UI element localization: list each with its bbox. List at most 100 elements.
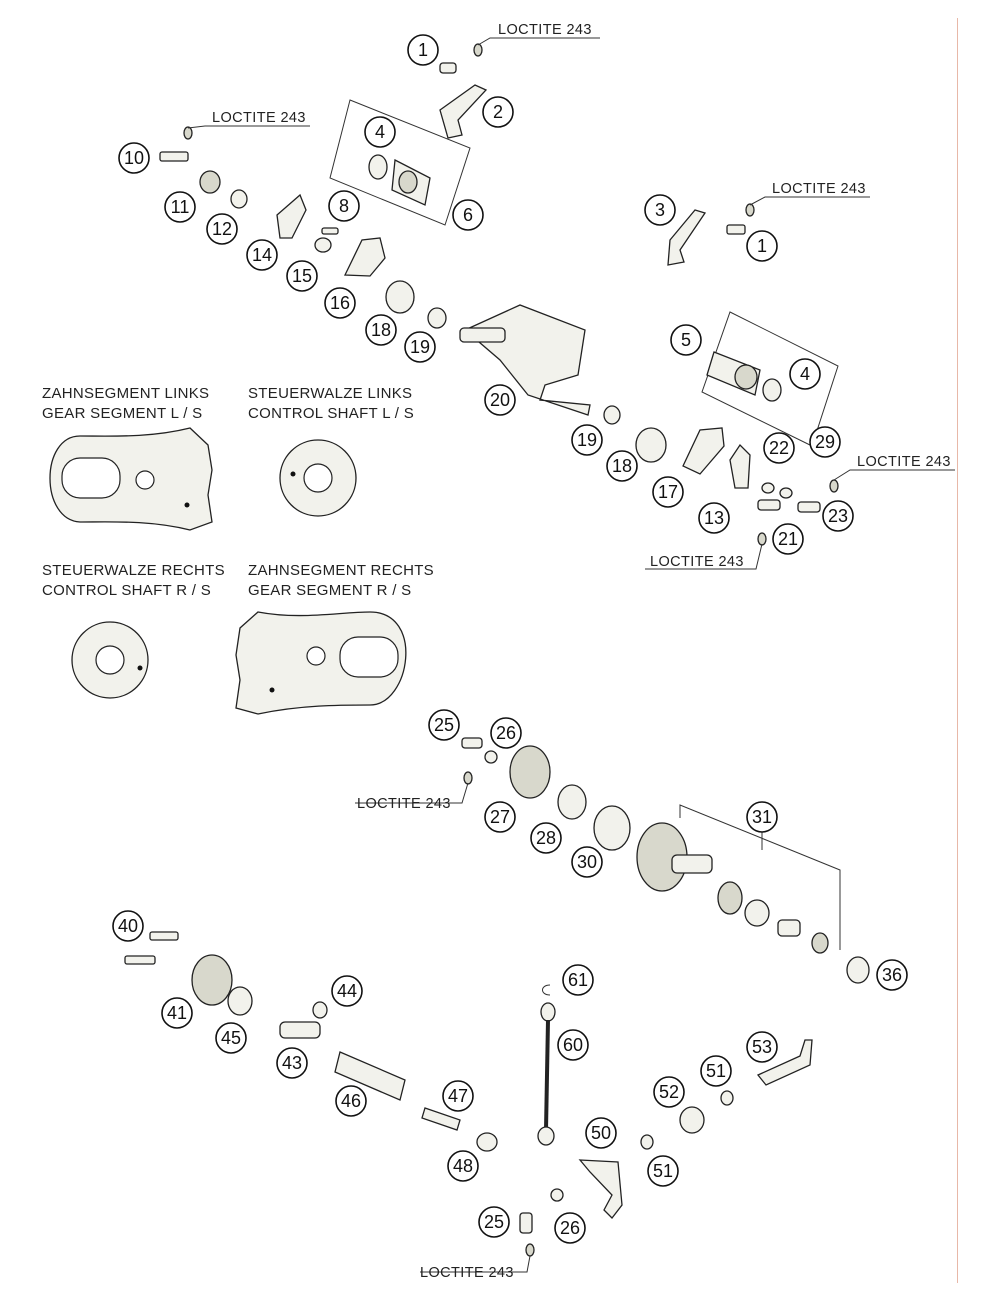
- svg-text:27: 27: [490, 807, 510, 827]
- bracket-31: [679, 804, 841, 950]
- bolt-1-top: [439, 43, 483, 74]
- svg-text:18: 18: [612, 456, 632, 476]
- svg-text:50: 50: [591, 1123, 611, 1143]
- bushing-11: [199, 170, 221, 194]
- callout-2: 2: [482, 96, 514, 128]
- plate-14: [276, 193, 307, 239]
- lever-13: [729, 443, 751, 489]
- control-shaft-5: [706, 351, 782, 402]
- svg-text:26: 26: [560, 1218, 580, 1238]
- svg-text:4: 4: [800, 364, 810, 384]
- callout-48: 48: [447, 1150, 479, 1182]
- legend-heading-control-shaft-right: CONTROL SHAFT R / S: [42, 582, 211, 599]
- callout-50: 50: [585, 1117, 617, 1149]
- callout-12: 12: [206, 213, 238, 245]
- svg-text:10: 10: [124, 148, 144, 168]
- svg-text:51: 51: [653, 1161, 673, 1181]
- bearing-28: [557, 784, 587, 820]
- kickstarter-shaft-31: [636, 822, 829, 954]
- gear-segment-17: [682, 427, 725, 475]
- callout-11: 11: [164, 191, 196, 223]
- svg-text:41: 41: [167, 1003, 187, 1023]
- callout-19: 19: [571, 424, 603, 456]
- bearing-36: [846, 956, 870, 984]
- callout-14: 14: [246, 239, 278, 271]
- leader-loctite-4: [833, 469, 955, 481]
- callout-21: 21: [772, 523, 804, 555]
- svg-text:25: 25: [434, 715, 454, 735]
- callout-5: 5: [670, 324, 702, 356]
- washer-26-bottom: [550, 1188, 564, 1202]
- svg-text:21: 21: [778, 529, 798, 549]
- callout-18: 18: [606, 450, 638, 482]
- callout-30: 30: [571, 846, 603, 878]
- svg-text:16: 16: [330, 293, 350, 313]
- callout-45: 45: [215, 1022, 247, 1054]
- callout-29: 29: [809, 426, 841, 458]
- bolt-23: [797, 479, 839, 513]
- bolt-25-mid: [461, 737, 483, 785]
- callout-4: 4: [789, 358, 821, 390]
- svg-text:18: 18: [371, 320, 391, 340]
- callout-36: 36: [876, 959, 908, 991]
- svg-text:60: 60: [563, 1035, 583, 1055]
- bolts-40: [124, 931, 179, 965]
- page-edge-line: [957, 18, 958, 1283]
- oring-19-right: [603, 405, 621, 425]
- callout-60: 60: [557, 1029, 589, 1061]
- svg-text:47: 47: [448, 1086, 468, 1106]
- callout-52: 52: [653, 1076, 685, 1108]
- leader-loctite-5: [645, 543, 763, 570]
- svg-text:52: 52: [659, 1082, 679, 1102]
- svg-text:51: 51: [706, 1061, 726, 1081]
- callout-17: 17: [652, 476, 684, 508]
- svg-text:43: 43: [282, 1053, 302, 1073]
- bolt-21: [757, 499, 781, 546]
- gear-segment-16: [343, 237, 386, 277]
- callout-46: 46: [335, 1085, 367, 1117]
- svg-text:1: 1: [757, 236, 767, 256]
- loctite-label: LOCTITE 243: [420, 1265, 514, 1281]
- control-shaft-6: [368, 154, 431, 206]
- spring-47: [421, 1107, 461, 1131]
- svg-text:28: 28: [536, 828, 556, 848]
- callout-61: 61: [562, 964, 594, 996]
- spring-clip-12: [230, 189, 248, 209]
- bolt-1-right: [726, 203, 755, 235]
- svg-text:1: 1: [418, 40, 428, 60]
- callout-3: 3: [644, 194, 676, 226]
- svg-text:26: 26: [496, 723, 516, 743]
- svg-text:2: 2: [493, 102, 503, 122]
- svg-text:36: 36: [882, 965, 902, 985]
- callout-44: 44: [331, 975, 363, 1007]
- svg-text:3: 3: [655, 200, 665, 220]
- svg-text:4: 4: [375, 122, 385, 142]
- svg-text:44: 44: [337, 981, 357, 1001]
- pin-8: [321, 227, 339, 235]
- legend-heading-control-shaft-right: STEUERWALZE RECHTS: [42, 562, 225, 579]
- bearing-30: [593, 805, 631, 851]
- svg-text:15: 15: [292, 266, 312, 286]
- callout-10: 10: [118, 142, 150, 174]
- svg-text:31: 31: [752, 807, 772, 827]
- callout-51: 51: [700, 1055, 732, 1087]
- bushing-18-right: [635, 427, 667, 463]
- control-shaft-left-sketch: [279, 439, 357, 517]
- shaft-43: [279, 1021, 321, 1039]
- legend-heading-gear-segment-right: ZAHNSEGMENT RECHTS: [248, 562, 434, 579]
- callout-53: 53: [746, 1031, 778, 1063]
- svg-text:40: 40: [118, 916, 138, 936]
- svg-text:48: 48: [453, 1156, 473, 1176]
- callout-23: 23: [822, 500, 854, 532]
- callout-40: 40: [112, 910, 144, 942]
- ratchet-27: [509, 745, 551, 799]
- lever-53: [756, 1039, 813, 1086]
- plate-50: [578, 1159, 623, 1219]
- callout-1: 1: [746, 230, 778, 262]
- svg-text:20: 20: [490, 390, 510, 410]
- bolt-10: [159, 126, 193, 162]
- washer-22: [761, 482, 775, 494]
- sleeve-52: [679, 1106, 705, 1134]
